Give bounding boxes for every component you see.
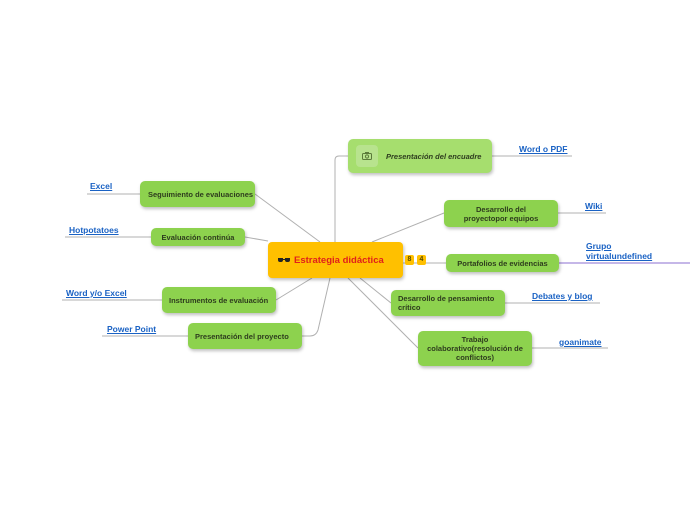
branch-label-proyecto-equipos: Desarrollo del proyectopor equipos — [463, 204, 539, 223]
count-badge[interactable]: 4 — [417, 255, 426, 265]
branch-label-seguimiento: Seguimiento de evaluaciones — [148, 189, 254, 199]
image-icon — [356, 145, 378, 167]
branch-node-pensamiento[interactable]: Desarrollo de pensamiento crítico — [391, 290, 505, 316]
leaf-link-word-pdf[interactable]: Word o PDF — [519, 144, 568, 154]
connector-proyecto-equipos — [371, 212, 445, 243]
branch-label-continua: Evaluación continúa — [161, 232, 235, 242]
branch-node-proyecto-equipos[interactable]: Desarrollo del proyectopor equipos — [444, 200, 558, 227]
leaf-link-excel[interactable]: Excel — [90, 181, 113, 191]
branch-node-presentacion-proyecto[interactable]: Presentación del proyecto — [188, 323, 302, 349]
connector-colaborativo — [347, 277, 419, 349]
connector-seguimiento — [254, 193, 321, 243]
branch-label-pensamiento: Desarrollo de pensamiento crítico — [398, 294, 495, 312]
central-topic-label: Estrategia didáctica — [294, 254, 384, 266]
count-badge[interactable]: 8 — [405, 255, 414, 265]
branch-node-colaborativo[interactable]: Trabajo colaborativo(resolución de confl… — [418, 331, 532, 366]
branch-node-seguimiento[interactable]: Seguimiento de evaluaciones — [140, 181, 255, 207]
branch-node-portafolios[interactable]: Portafolios de evidencias — [446, 254, 559, 272]
central-topic[interactable]: Estrategia didáctica — [268, 242, 403, 278]
connector-presentacion-proyecto — [302, 277, 331, 337]
branch-node-continua[interactable]: Evaluación continúa — [151, 228, 245, 246]
leaf-link-wiki[interactable]: Wiki — [585, 201, 603, 211]
leaf-link-grupo-virtual[interactable]: Grupo virtualundefined — [586, 241, 653, 261]
connector-continua — [244, 236, 269, 242]
branch-label-instrumentos: Instrumentos de evaluación — [169, 295, 269, 305]
leaf-link-word-excel[interactable]: Word y/o Excel — [66, 288, 127, 298]
branch-label-presentacion-proyecto: Presentación del proyecto — [195, 331, 289, 341]
connector-pensamiento — [359, 277, 392, 304]
leaf-link-hotpotatoes[interactable]: Hotpotatoes — [69, 225, 119, 235]
leaf-link-goanimate[interactable]: goanimate — [559, 337, 602, 347]
sunglasses-icon — [278, 256, 290, 264]
connector-encuadre — [334, 155, 348, 242]
branch-label-portafolios: Portafolios de evidencias — [457, 258, 548, 268]
leaf-link-power-point[interactable]: Power Point — [107, 324, 157, 334]
connector-instrumentos — [275, 277, 313, 301]
branch-node-instrumentos[interactable]: Instrumentos de evaluación — [162, 287, 276, 313]
leaf-link-debates-blog[interactable]: Debates y blog — [532, 291, 593, 301]
branch-node-encuadre[interactable]: Presentación del encuadre — [348, 139, 492, 173]
branch-label-encuadre: Presentación del encuadre — [386, 151, 482, 161]
branch-label-colaborativo: Trabajo colaborativo(resolución de confl… — [427, 335, 523, 362]
